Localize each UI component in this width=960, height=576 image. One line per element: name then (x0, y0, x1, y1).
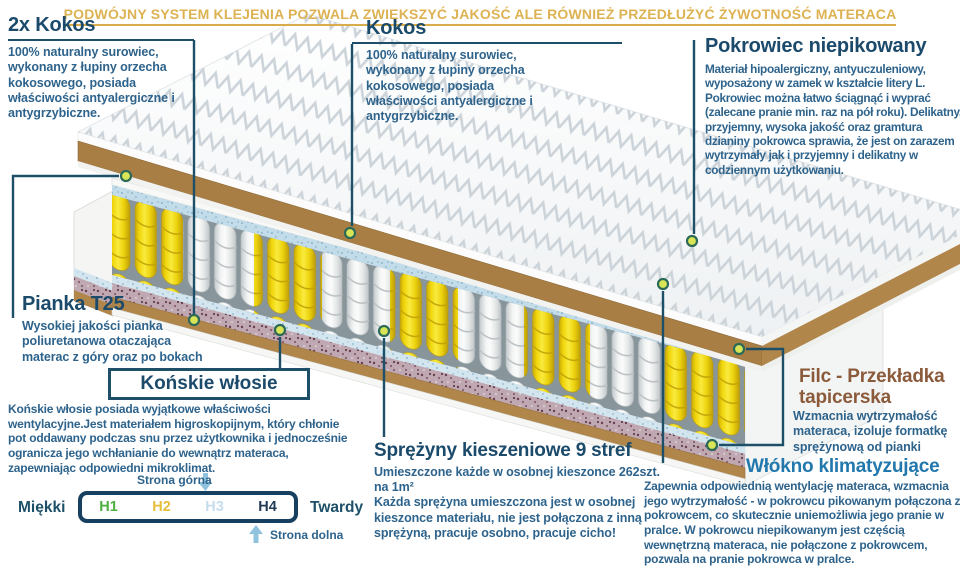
scale-level-h1: H1 (99, 498, 118, 515)
block-2x-kokos-heading: 2x Kokos (8, 15, 194, 41)
scale-level-h2: H2 (152, 498, 171, 515)
marker-dot-wlokno (656, 277, 670, 291)
arrow-up-icon (249, 525, 263, 543)
springs-zone-7 (524, 306, 590, 405)
page-title-wrap: PODWÓJNY SYSTEM KLEJENIA POZWALA ZWIĘKSZ… (0, 6, 960, 27)
page-title: PODWÓJNY SYSTEM KLEJENIA POZWALA ZWIĘKSZ… (63, 6, 897, 27)
firmness-scale: H1 H2 H3 H4 (78, 491, 298, 523)
springs-zone-1 (112, 195, 183, 295)
block-sprezyny-body2: Każda sprężyna umieszczona jest w osobne… (374, 495, 642, 540)
horsehair-strip (112, 283, 745, 468)
springs-zone-4 (322, 251, 390, 351)
left-band-horsehair (74, 276, 113, 305)
block-pianka-heading: Pianka T25 (22, 293, 125, 315)
springs-zone-2 (183, 214, 254, 314)
top-side-note: Strona górna (137, 473, 212, 487)
markers (119, 169, 746, 452)
side-arrows (198, 473, 263, 543)
block-2x-kokos-body: 100% naturalny surowiec, wykonany z łupi… (8, 45, 175, 120)
cover-right-white (762, 235, 960, 346)
marker-dot-pokrowiec (685, 234, 699, 248)
block-wlokno-heading: Włókno klimatyzujące (746, 456, 940, 477)
marker-dot-filc-top (732, 342, 746, 356)
marker-dot-filc-bottom (705, 438, 719, 452)
cover-right-white2 (762, 264, 960, 372)
block-pianka: Pianka T25 Wysokiej jakości pianka poliu… (22, 294, 222, 365)
left-band-blue (74, 268, 113, 291)
felt-bottom-strip (112, 275, 745, 454)
left-band-kokos (74, 290, 113, 316)
marker-dot-pianka (119, 169, 133, 183)
block-sprezyny-heading: Sprężyny kieszeniowe 9 stref (374, 440, 632, 461)
connector-filc (719, 347, 785, 447)
bottom-side-note: Strona dolna (270, 528, 344, 542)
block-pokrowiec-body: Materiał hipoalergiczny, antyuczuleniowy… (705, 62, 960, 177)
quilt-zigzag-pattern (78, 14, 960, 337)
block-pianka-body: Wysokiej jakości pianka poliuretanowa ot… (22, 319, 203, 364)
marker-dot-konskie (273, 323, 287, 337)
arrow-down-icon (198, 473, 212, 491)
block-pokrowiec: Pokrowiec niepikowany Materiał hipoalerg… (705, 35, 960, 177)
marker-dot-kokos (343, 226, 357, 240)
block-kokos-heading: Kokos (352, 18, 622, 44)
block-2x-kokos: 2x Kokos 100% naturalny surowiec, wykona… (8, 15, 198, 121)
cover-right-kokos (762, 244, 960, 366)
foam-bottom-strip (111, 307, 746, 487)
block-filc-body: Wzmacnia wytrzymałość materaca, izoluje … (793, 409, 948, 454)
springs-zone-8 (590, 324, 662, 424)
cover-front-white2 (78, 161, 762, 372)
springs-zone-3 (254, 233, 322, 332)
block-pokrowiec-heading: Pokrowiec niepikowany (705, 35, 927, 57)
block-sprezyny: Sprężyny kieszeniowe 9 stref Umieszczone… (374, 441, 676, 541)
scale-level-h4: H4 (258, 498, 277, 515)
mattress-cover (76, 13, 960, 372)
block-kokos: Kokos 100% naturalny surowiec, wykonany … (352, 18, 622, 124)
scale-level-h3: H3 (205, 498, 224, 515)
connector-pianka (11, 174, 119, 318)
marker-dot-2x-kokos (187, 313, 201, 327)
scale-right-label: Twardy (310, 499, 364, 516)
springs-zone-5 (390, 270, 458, 369)
connectors (11, 40, 785, 463)
block-kokos-body: 100% naturalny surowiec, wykonany z łupi… (366, 48, 533, 123)
block-filc: Filc - Przekładka tapicerska (799, 366, 960, 409)
block-konskie-heading: Końskie włosie (108, 368, 310, 400)
marker-dot-sprezyny (377, 324, 391, 338)
springs-zone-6 (458, 288, 524, 387)
felt-top-strip (112, 185, 745, 366)
scale-left-label: Miękki (18, 499, 66, 516)
block-filc-heading: Filc - Przekładka tapicerska (799, 366, 945, 408)
block-sprezyny-body1: Umieszczone każde w osobnej kieszonce 26… (374, 464, 660, 495)
springs-zone-9 (662, 343, 745, 446)
block-konskie-body: Końskie włosie posiada wyjątkowe właściw… (8, 402, 348, 475)
block-wlokno-body: Zapewnia odpowiednią wentylację materaca… (644, 479, 960, 567)
